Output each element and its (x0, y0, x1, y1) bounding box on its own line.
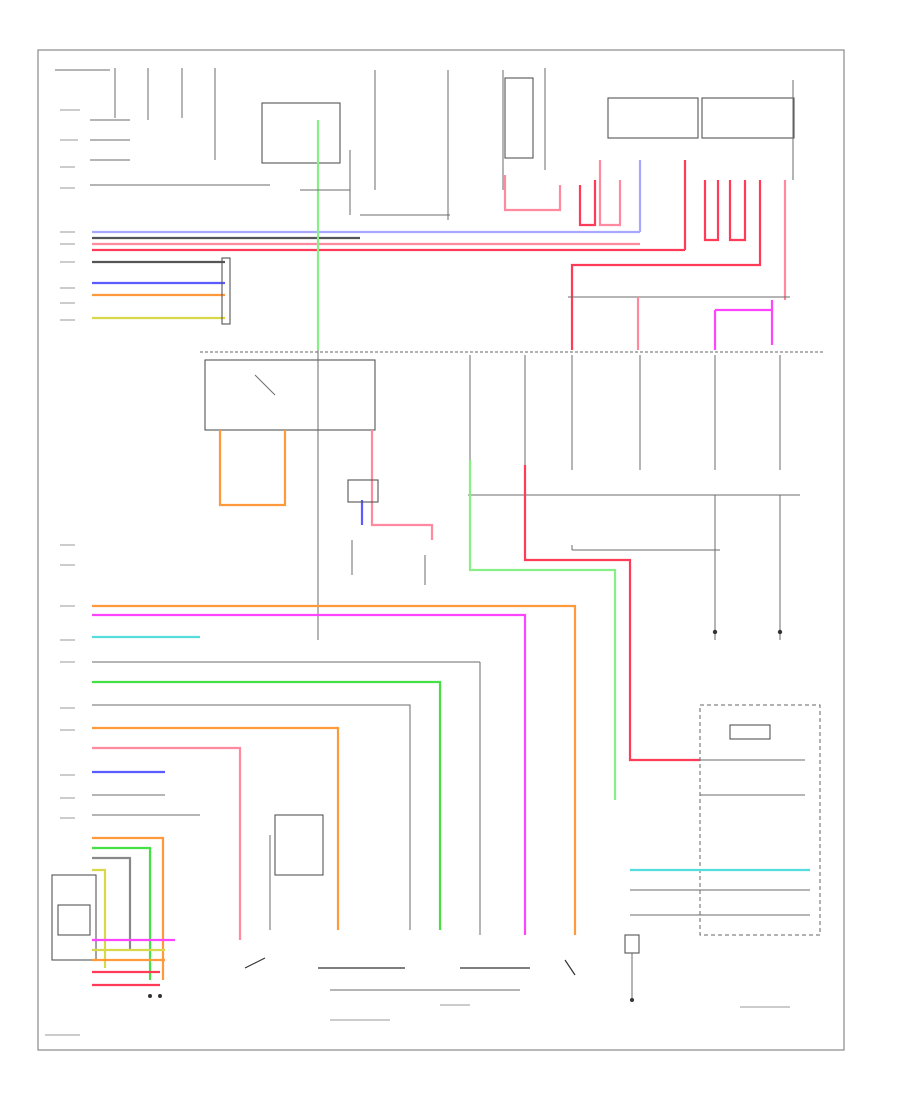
right-top-network (503, 160, 790, 350)
lamp-columns (468, 355, 800, 800)
label-marks (45, 109, 790, 1036)
diagram-frame (37, 49, 845, 1051)
top-bus-wires (92, 230, 685, 325)
mid-relay-block (204, 350, 434, 640)
bottom-switches (244, 814, 576, 991)
left-connector-top (90, 119, 270, 186)
lower-wires (92, 604, 577, 980)
combination-meter (624, 704, 821, 1002)
sensor-module (51, 874, 175, 998)
top-fuse-block (55, 68, 795, 220)
center-vertical (300, 120, 450, 350)
